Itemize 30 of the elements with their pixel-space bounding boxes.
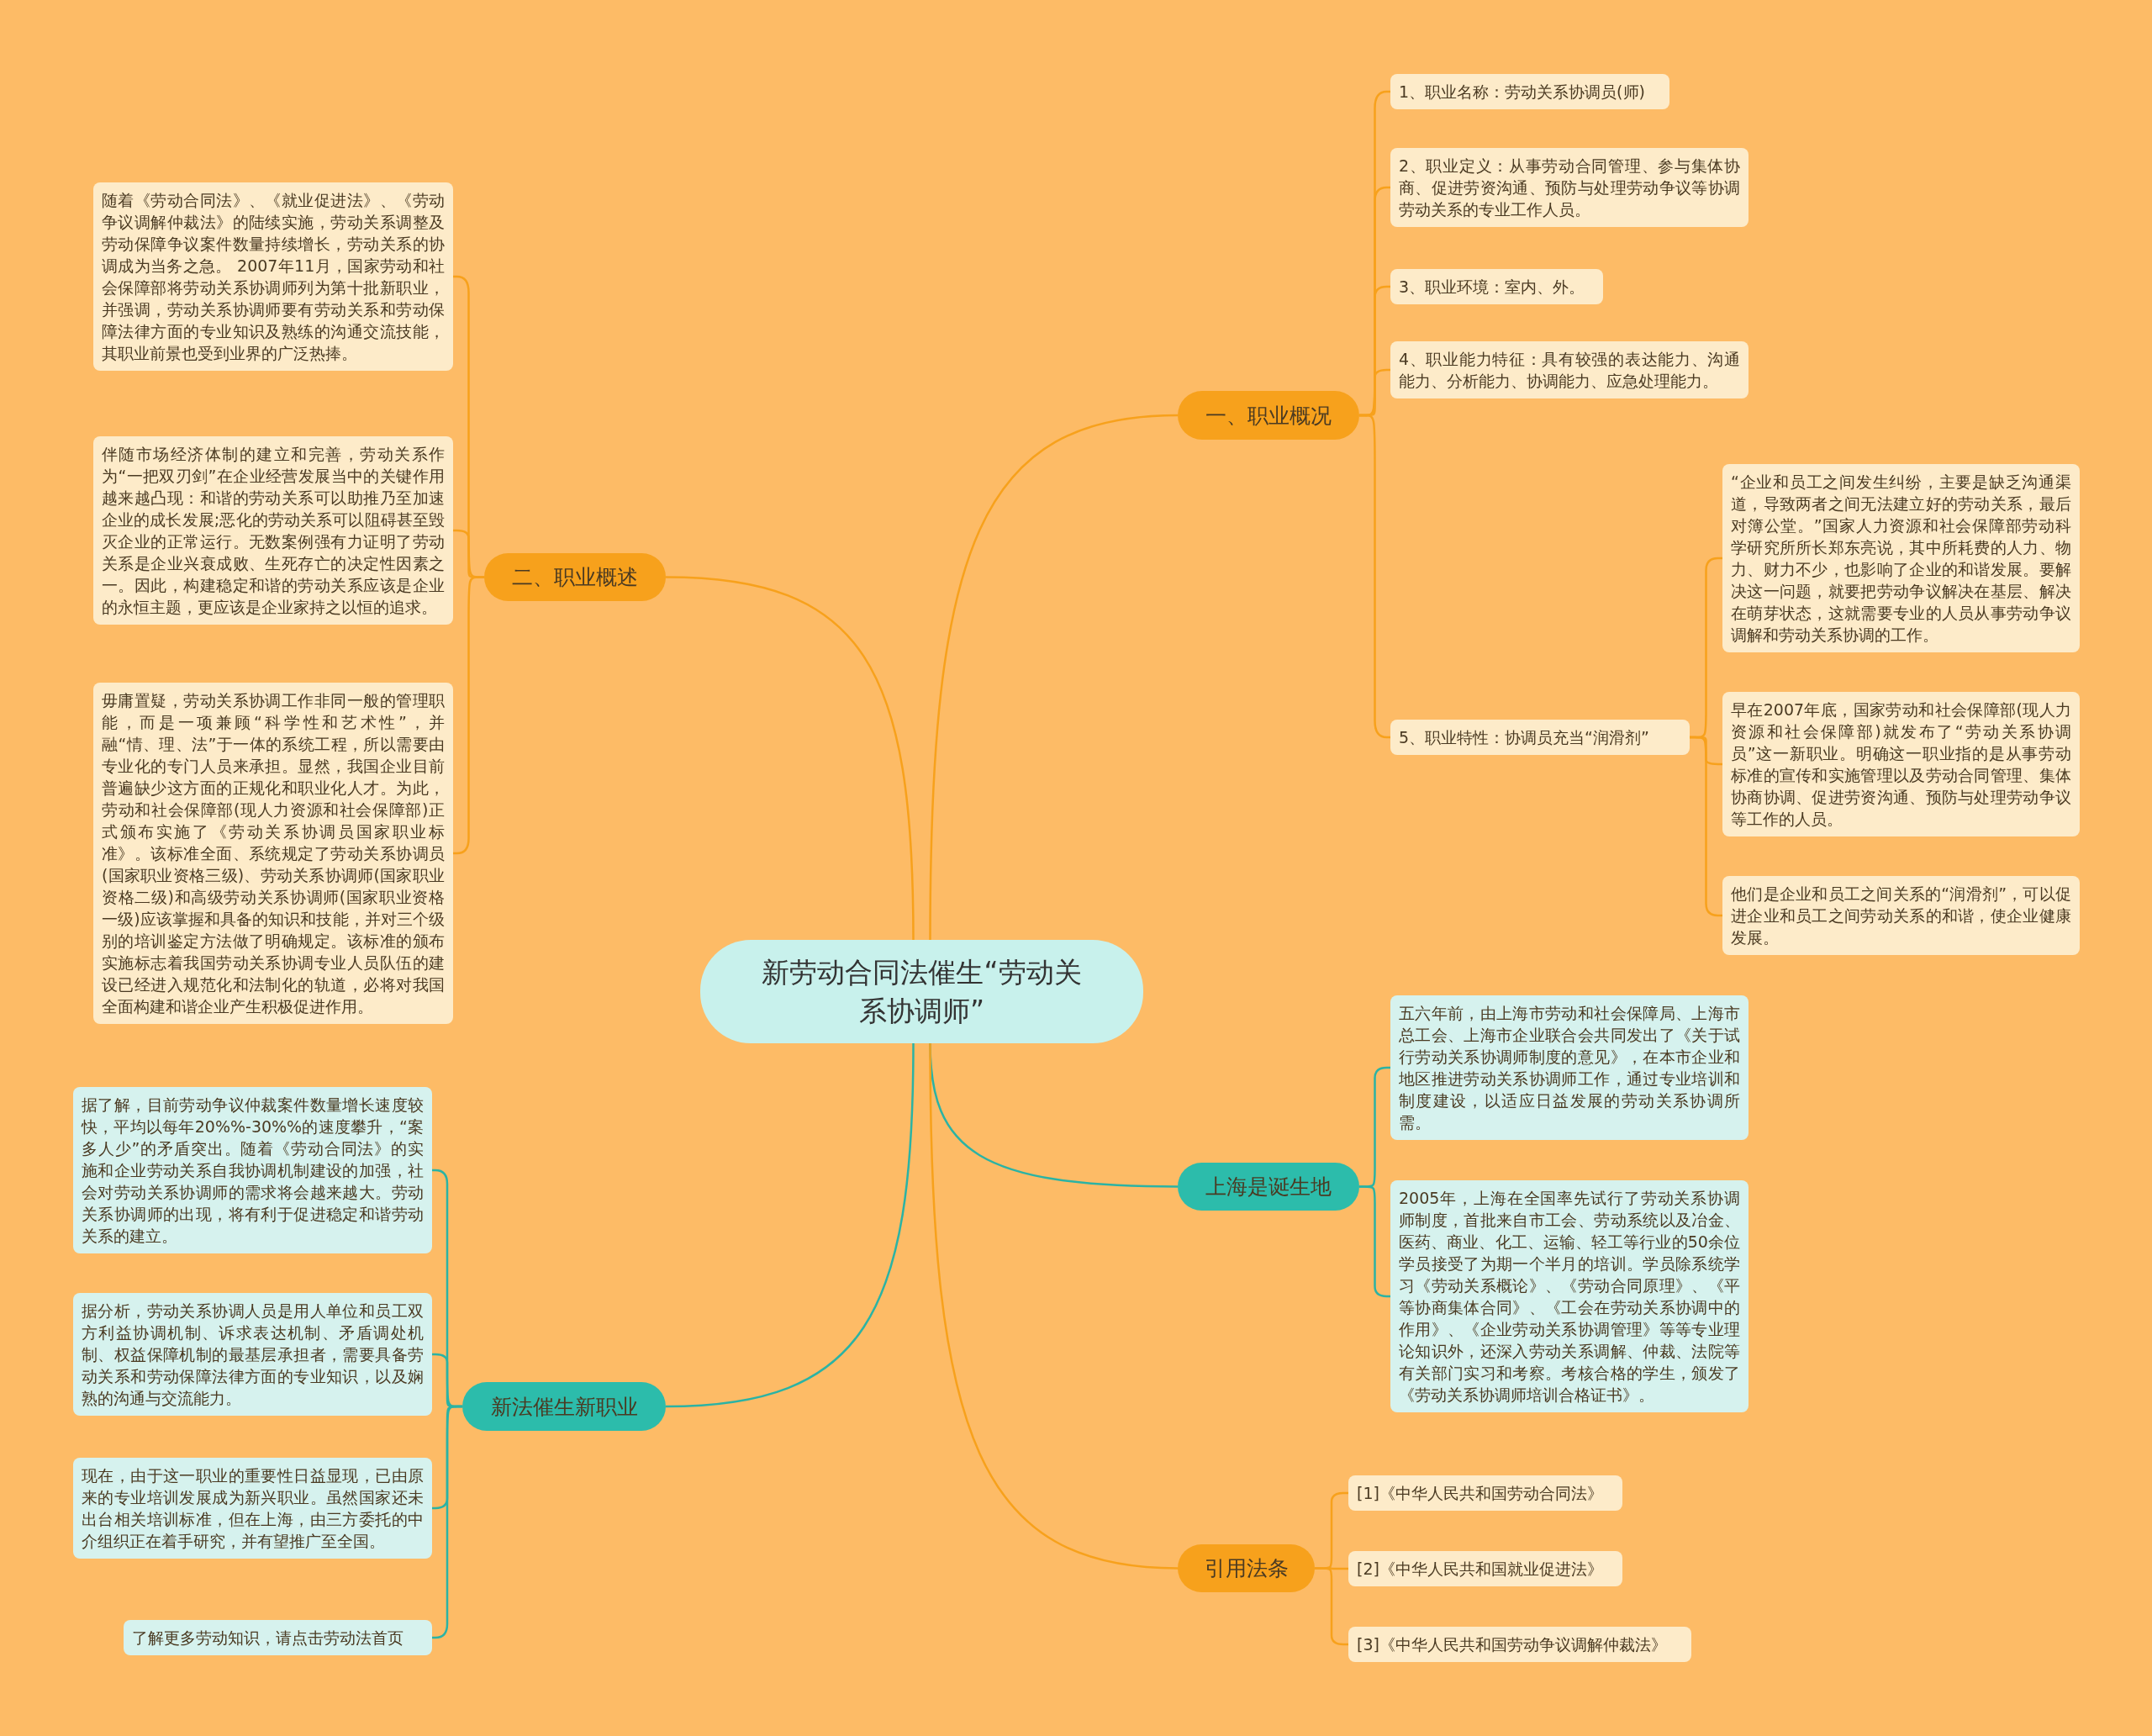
topic-box: [2]《中华人民共和国就业促进法》 — [1348, 1551, 1622, 1586]
topic-box: 现在，由于这一职业的重要性日益显现，已由原来的专业培训发展成为新兴职业。虽然国家还未出台相关培训标准，但在上海，由三方委托的中介组织正在着手研究，并有望推广至全国。 — [73, 1458, 432, 1559]
connector-line — [929, 414, 1179, 940]
topic-box: 2005年，上海在全国率先试行了劳动关系协调师制度，首批来自市工会、劳动系统以及冶金、医药、商业、化工、运输、轻工等行业的50余位学员接受了为期一个半月的培训。学员除系统学习《劳动关系概论》、《劳动合同原理》、《平等协商集体合同》、《工会在劳动关系协调中的作用》、《企业劳动关系协调管理》等等专业理论知识外，还深入劳动关系调解、仲裁、法院等有关部门实习和考察。考核合格的学生，颁发了《劳动关系协调师培训合格证书》。 — [1390, 1180, 1748, 1412]
connector-line — [665, 576, 915, 941]
topic-box: 他们是企业和员工之间关系的“润滑剂”，可以促进企业和员工之间劳动关系的和谐，使企业健康发展。 — [1722, 876, 2080, 955]
branch-topic: 一、职业概况 — [1178, 391, 1359, 440]
topic-box: 5、职业特性：协调员充当“润滑剂” — [1390, 720, 1690, 755]
topic-box: 据了解，目前劳动争议仲裁案件数量增长速度较快，平均以每年20%%-30%%的速度攀升，“案多人少”的矛盾突出。随着《劳动合同法》的实施和企业劳动关系自我协调机制建设的加强，社会对劳动关系协调师的需求将会越来越大。劳动关系协调师的出现，将有利于促进稳定和谐劳动关系的建立。 — [73, 1087, 432, 1253]
connector-line — [929, 1043, 1179, 1570]
branch-topic: 二、职业概述 — [484, 553, 666, 601]
branch-topic: 上海是诞生地 — [1178, 1163, 1359, 1211]
branch-topic: 引用法条 — [1178, 1544, 1315, 1592]
topic-box: 伴随市场经济体制的建立和完善，劳动关系作为“一把双刃剑”在企业经营发展当中的关键作用越来越凸现：和谐的劳动关系可以助推乃至加速企业的成长发展;恶化的劳动关系可以阻碍甚至毁灭企业的正常运行。无数案例强有力证明了劳动关系是企业兴衰成败、生死存亡的决定性因素之一。因此，构建稳定和谐的劳动关系应该是企业的永恒主题，更应该是企业家持之以恒的追求。 — [93, 436, 453, 625]
topic-box: 2、职业定义：从事劳动合同管理、参与集体协商、促进劳资沟通、预防与处理劳动争议等协调劳动关系的专业工作人员。 — [1390, 148, 1748, 227]
connector-line — [665, 1042, 915, 1408]
topic-box: 1、职业名称：劳动关系协调员(师) — [1390, 74, 1669, 109]
topic-box: 随着《劳动合同法》、《就业促进法》、《劳动争议调解仲裁法》的陆续实施，劳动关系调整及劳动保障争议案件数量持续增长，劳动关系的协调成为当务之急。 2007年11月，国家劳动和社会保障部将劳动关系协调师列为第十批新职业，并强调，劳动关系协调师要有劳动关系和劳动保障法律方面的专业知识及熟练的沟通交流技能，其职业前景也受到业界的广泛热捧。 — [93, 182, 453, 371]
topic-box: 五六年前，由上海市劳动和社会保障局、上海市总工会、上海市企业联合会共同发出了《关于试行劳动关系协调师制度的意见》，在本市企业和地区推进劳动关系协调师工作，通过专业培训和制度建设，以适应日益发展的劳动关系协调所需。 — [1390, 995, 1748, 1140]
topic-box: 据分析，劳动关系协调人员是用人单位和员工双方利益协调机制、诉求表达机制、矛盾调处机制、权益保障机制的最基层承担者，需要具备劳动关系和劳动保障法律方面的专业知识，以及娴熟的沟通与交流能力。 — [73, 1293, 432, 1416]
topic-box: 3、职业环境：室内、外。 — [1390, 269, 1603, 304]
topic-box: 毋庸置疑，劳动关系协调工作非同一般的管理职能，而是一项兼顾“科学性和艺术性”，并融“情、理、法”于一体的系统工程，所以需要由专业化的专门人员来承担。显然，我国企业目前普遍缺少这方面的正规化和职业化人才。为此，劳动和社会保障部(现人力资源和社会保障部)正式颁布实施了《劳动关系协调员国家职业标准》。该标准全面、系统规定了劳动关系协调员(国家职业资格三级)、劳动关系协调师(国家职业资格二级)和高级劳动关系协调师(国家职业资格一级)应该掌握和具备的知识和技能，并对三个级别的培训鉴定方法做了明确规定。该标准的颁布实施标志着我国劳动关系协调专业人员队伍的建设已经进入规范化和法制化的轨道，必将对我国全面构建和谐企业产生积极促进作用。 — [93, 683, 453, 1024]
topic-box: 了解更多劳动知识，请点击劳动法首页 — [124, 1620, 432, 1655]
topic-box: 早在2007年底，国家劳动和社会保障部(现人力资源和社会保障部)就发布了“劳动关系协调员”这一新职业。明确这一职业指的是从事劳动标准的宣传和实施管理以及劳动合同管理、集体协商协调、促进劳资沟通、预防与处理劳动争议等工作的人员。 — [1722, 692, 2080, 836]
topic-box: [3]《中华人民共和国劳动争议调解仲裁法》 — [1348, 1627, 1691, 1662]
topic-box: 4、职业能力特征：具有较强的表达能力、沟通能力、分析能力、协调能力、应急处理能力。 — [1390, 341, 1748, 398]
branch-topic: 新法催生新职业 — [462, 1382, 666, 1431]
central-topic: 新劳动合同法催生“劳动关系协调师” — [700, 940, 1143, 1043]
topic-box: [1]《中华人民共和国劳动合同法》 — [1348, 1475, 1622, 1511]
topic-box: “企业和员工之间发生纠纷，主要是缺乏沟通渠道，导致两者之间无法建立好的劳动关系，最后对簿公堂。”国家人力资源和社会保障部劳动科学研究所所长郑东亮说，其中所耗费的人力、物力、财力不少，也影响了企业的和谐发展。要解决这一问题，就要把劳动争议解决在基层、解决在萌芽状态，这就需要专业的人员从事劳动争议调解和劳动关系协调的工作。 — [1722, 464, 2080, 652]
